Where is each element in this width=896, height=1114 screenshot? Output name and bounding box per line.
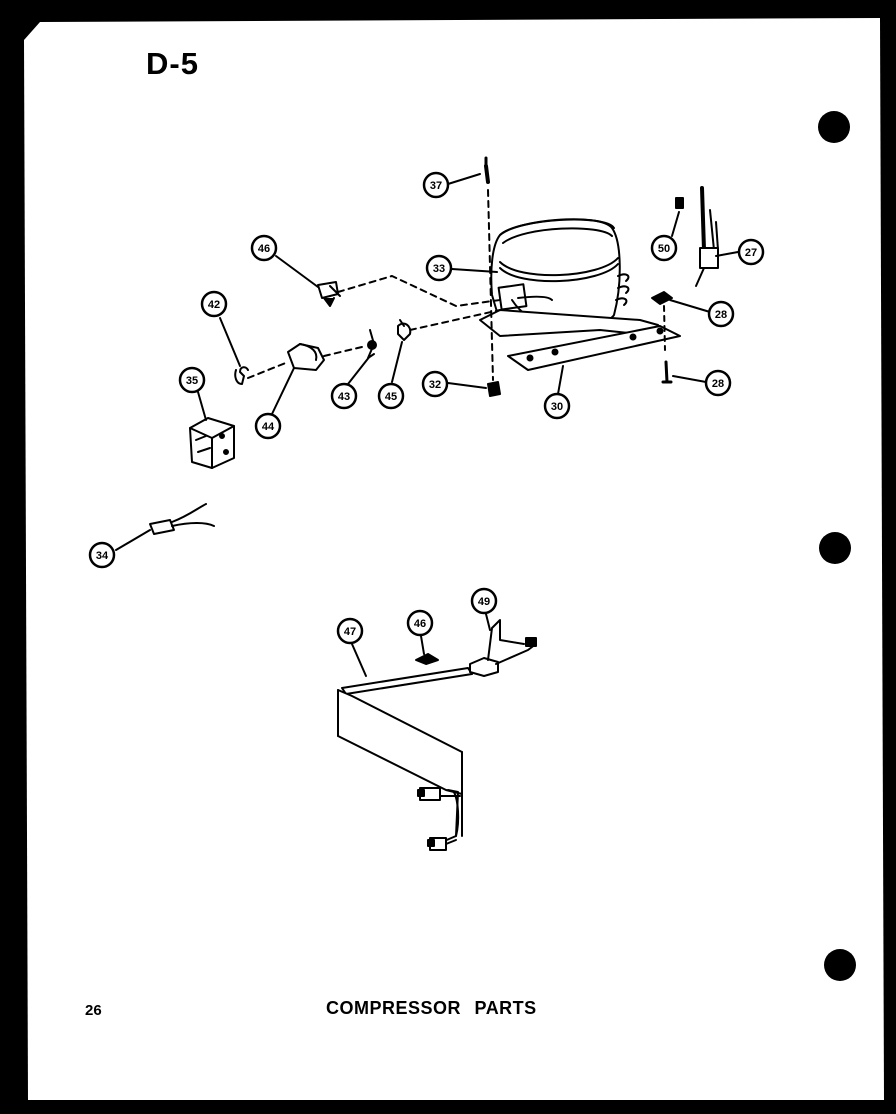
- svg-text:32: 32: [429, 379, 441, 391]
- svg-text:49: 49: [478, 596, 490, 608]
- harness-plug-part: [469, 619, 537, 677]
- paper-sheet: [24, 18, 884, 1100]
- relay-link-line-right: [409, 309, 501, 331]
- callout-28-bottom: 28: [704, 369, 732, 397]
- sensor-part: [695, 186, 719, 287]
- callout-44: 44: [254, 412, 282, 440]
- svg-text:46: 46: [258, 243, 270, 255]
- svg-text:37: 37: [430, 180, 442, 192]
- screw-part: [661, 360, 673, 384]
- callout-28-top: 28: [707, 300, 735, 328]
- relay-link-line-left: [247, 361, 289, 379]
- svg-text:30: 30: [551, 401, 563, 413]
- svg-text:33: 33: [433, 263, 445, 275]
- mounting-base-part: [479, 309, 681, 371]
- page-code: D-5: [146, 46, 199, 81]
- relay-part: [287, 343, 325, 371]
- bolt-axis-line: [487, 189, 494, 381]
- svg-text:35: 35: [186, 375, 198, 387]
- callout-46-top: 46: [250, 234, 278, 262]
- binder-hole-middle: [819, 532, 851, 564]
- svg-text:47: 47: [344, 626, 356, 638]
- grommet-part: [487, 381, 501, 397]
- nut-part: [675, 197, 684, 209]
- callout-37: 37: [422, 171, 450, 199]
- callout-32: 32: [421, 370, 449, 398]
- svg-text:28: 28: [712, 378, 724, 390]
- callout-33: 33: [425, 254, 453, 282]
- callout-46-bottom: 46: [406, 609, 434, 637]
- callout-42: 42: [200, 290, 228, 318]
- harness-clip-part: [415, 653, 439, 665]
- callout-34: 34: [88, 541, 116, 569]
- binder-hole-bottom: [824, 949, 856, 981]
- washer-part: [651, 291, 673, 305]
- terminal-cover-part: [189, 417, 235, 469]
- terminal-clip-part: [317, 281, 341, 307]
- binder-hole-top: [818, 111, 850, 143]
- callout-47: 47: [336, 617, 364, 645]
- page-number: 26: [85, 1002, 102, 1019]
- clip-link-line: [337, 275, 501, 307]
- svg-text:46: 46: [414, 618, 426, 630]
- svg-text:27: 27: [745, 247, 757, 259]
- callout-45: 45: [377, 382, 405, 410]
- wire-harness-part: [149, 503, 215, 535]
- wire-clip-part: [234, 366, 249, 385]
- page-title: COMPRESSOR PARTS: [326, 998, 537, 1018]
- svg-text:50: 50: [658, 243, 670, 255]
- callout-49: 49: [470, 587, 498, 615]
- callout-43: 43: [330, 382, 358, 410]
- svg-text:44: 44: [262, 421, 275, 433]
- svg-text:42: 42: [208, 299, 220, 311]
- callout-27: 27: [737, 238, 765, 266]
- callout-30: 30: [543, 392, 571, 420]
- svg-text:43: 43: [338, 391, 350, 403]
- main-harness-part: [337, 667, 473, 851]
- screw-axis-line: [663, 305, 666, 351]
- relay-link-line-mid: [323, 345, 367, 357]
- svg-text:45: 45: [385, 391, 397, 403]
- compressor-part: [490, 218, 630, 331]
- svg-text:28: 28: [715, 309, 727, 321]
- bolt-part: [484, 156, 490, 184]
- callout-35: 35: [178, 366, 206, 394]
- callout-50: 50: [650, 234, 678, 262]
- leader-lines: [115, 173, 739, 677]
- svg-text:34: 34: [96, 550, 109, 562]
- cover-nut-part: [397, 319, 412, 341]
